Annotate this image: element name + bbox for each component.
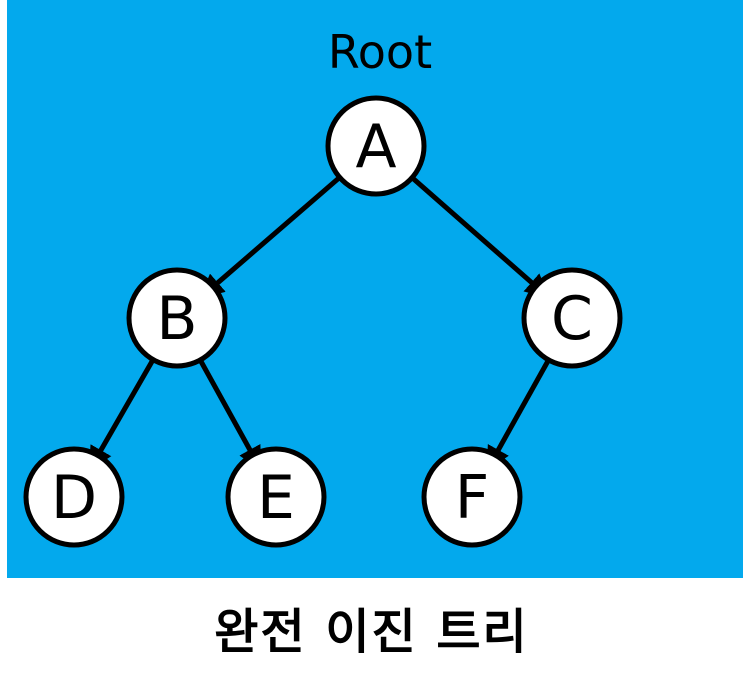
- node-circle: [126, 267, 228, 369]
- node-label: C: [551, 284, 593, 354]
- node-circle: [225, 446, 327, 548]
- node-label: A: [355, 112, 396, 182]
- tree-node-d: D: [23, 446, 125, 548]
- node-circle: [23, 446, 125, 548]
- node-circle: [521, 267, 623, 369]
- tree-diagram: Root A B C D E F: [23, 25, 623, 548]
- node-label: F: [455, 463, 490, 533]
- tree-node-b: B: [126, 267, 228, 369]
- edge-c-f: [486, 358, 551, 471]
- node-label: B: [156, 284, 197, 354]
- tree-node-a: A: [325, 95, 427, 197]
- edge-b-e: [198, 358, 262, 471]
- node-circle: [421, 446, 523, 548]
- node-label: E: [257, 463, 295, 533]
- tree-node-c: C: [521, 267, 623, 369]
- node-label: D: [51, 463, 97, 533]
- edges-layer: [88, 175, 551, 471]
- root-label: Root: [328, 25, 432, 79]
- edge-a-c: [410, 175, 550, 299]
- edge-b-d: [88, 358, 156, 471]
- tree-node-f: F: [421, 446, 523, 548]
- tree-node-e: E: [225, 446, 327, 548]
- edge-a-b: [199, 175, 342, 299]
- nodes-layer: A B C D E F: [23, 95, 623, 548]
- node-circle: [325, 95, 427, 197]
- diagram-caption: 완전 이진 트리: [214, 604, 529, 660]
